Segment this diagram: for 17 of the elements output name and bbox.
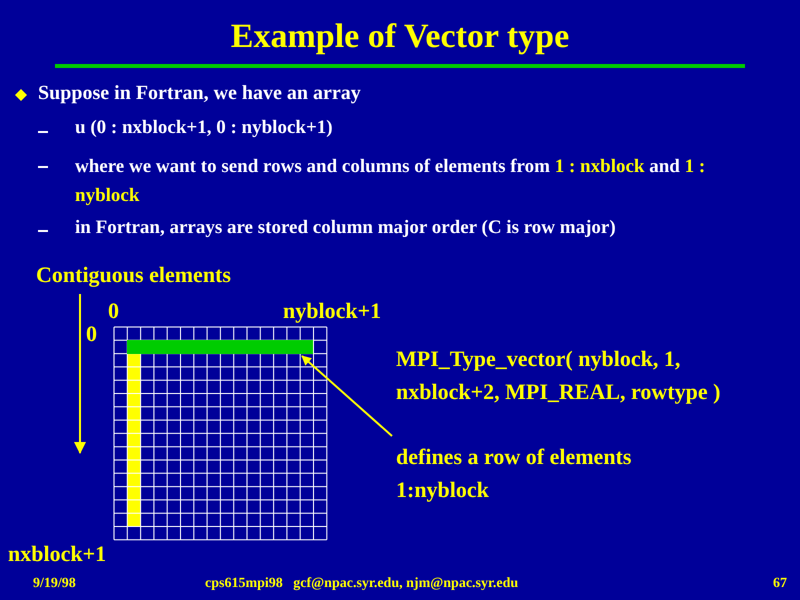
bullet-text: u (0 : nxblock+1, 0 : nyblock+1) [75,117,333,139]
slide-title: Example of Vector type [230,18,570,56]
page-number: 67 [773,576,787,592]
axis-label: 0 [86,321,97,347]
axis-label: 0 [108,298,119,324]
bullet-text: in Fortran, arrays are stored column major order (C is row major) [75,217,616,239]
leader-line [301,355,393,437]
bullet-text: Suppose in Fortran, we have an array [38,82,361,105]
code-text: MPI_Type_vector( nyblock, 1, nxblock+2, MPI_REAL, rowtype ) [396,345,722,406]
footer-text: cps615mpi98 gcf@npac.syr.edu, njm@npac.syr.edu [205,576,518,592]
footer-date: 9/19/98 [33,576,76,592]
axis-label: nxblock+1 [8,541,106,567]
annotation-text: defines a row of elements 1:nyblock [396,440,696,506]
bullet-text: where we want to send rows and columns of elements from 1 : nxblock and 1 : nyblock [75,155,706,208]
axis-label: nyblock+1 [283,298,382,324]
axis-label: Contiguous elements [36,262,231,288]
highlighted-row-bar [127,340,314,354]
